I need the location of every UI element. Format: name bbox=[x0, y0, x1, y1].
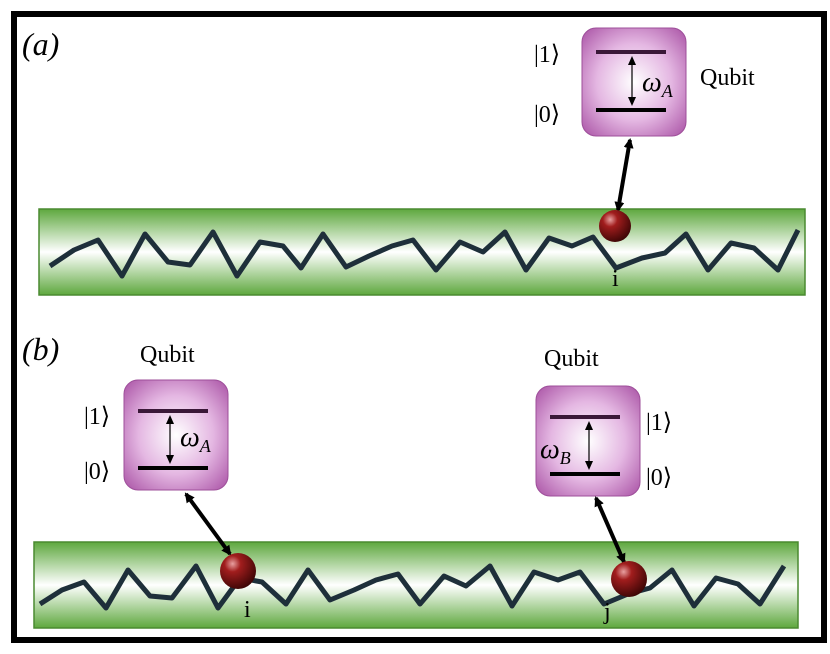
ket-1-b-right: |1⟩ bbox=[646, 410, 672, 436]
qubit-b-left: ωA bbox=[123, 379, 229, 491]
coupling-arrow-b-left bbox=[184, 492, 232, 556]
panel-b-label: (b) bbox=[22, 331, 59, 367]
omega-a-label: ωA bbox=[642, 67, 674, 101]
site-label-i-b: i bbox=[244, 597, 251, 623]
coupling-arrow-b-right bbox=[594, 496, 626, 564]
ket-1-b-left: |1⟩ bbox=[84, 404, 110, 430]
omega-b-left-label: ωA bbox=[180, 422, 212, 456]
site-label-j-b: j bbox=[603, 599, 611, 625]
ket-1-a: |1⟩ bbox=[534, 42, 560, 68]
qubit-b-right: ωB bbox=[535, 385, 641, 497]
qubit-b-left-label: Qubit bbox=[140, 342, 195, 368]
qubit-a-label: Qubit bbox=[700, 65, 755, 91]
ket-0-b-right: |0⟩ bbox=[646, 465, 672, 491]
ket-0-b-left: |0⟩ bbox=[84, 459, 110, 485]
ket-0-a: |0⟩ bbox=[534, 102, 560, 128]
figure-frame bbox=[11, 11, 827, 643]
omega-b-right-label: ωB bbox=[540, 434, 571, 468]
qubit-b-right-label: Qubit bbox=[544, 346, 599, 372]
qubit-a: ωA bbox=[581, 27, 687, 137]
coupling-arrow-a bbox=[614, 138, 634, 212]
spin-chain-a bbox=[38, 208, 806, 296]
panel-a-label: (a) bbox=[22, 26, 59, 62]
qubit-b-left-box bbox=[123, 379, 229, 491]
site-ball-a bbox=[599, 210, 631, 242]
spin-chain-b bbox=[33, 541, 799, 629]
site-ball-b-left bbox=[220, 553, 256, 589]
site-label-i-a: i bbox=[612, 266, 619, 292]
site-ball-b-right bbox=[611, 561, 647, 597]
